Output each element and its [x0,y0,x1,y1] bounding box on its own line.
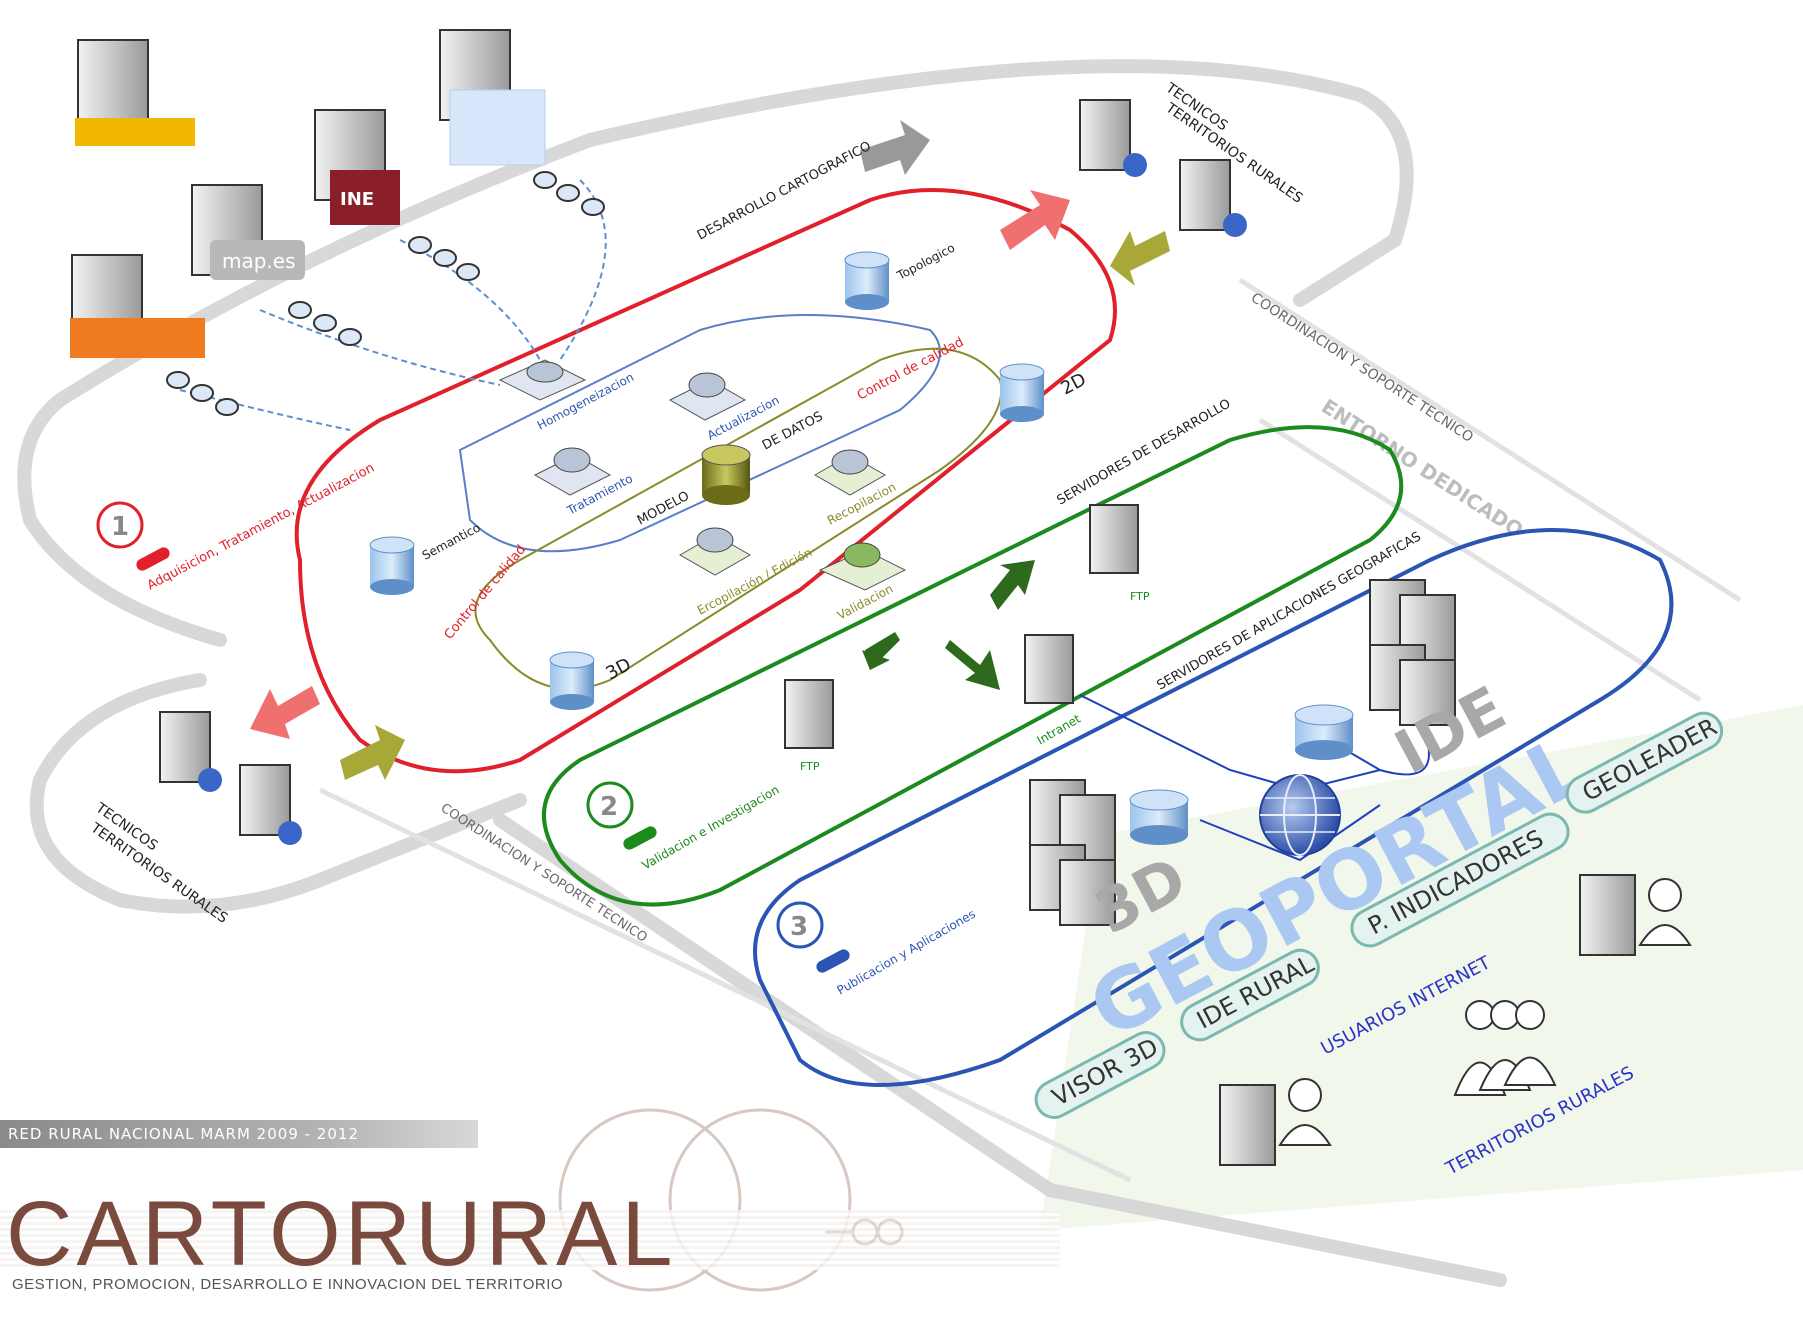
db-3d [549,651,595,710]
section3-pill [816,949,850,973]
db-3d-label: 3D [602,654,634,684]
mapes-logo-text: map.es [222,249,296,273]
intranet-server [1024,634,1074,704]
section3-badge [776,901,824,949]
blue-loop [753,528,1674,1087]
user-server-2 [1219,1078,1332,1166]
red-loop [294,188,1117,774]
tecnicos-top-server-2 [1179,159,1247,237]
green-arrow-1 [990,560,1035,610]
source-server-2 [439,29,546,166]
rack-server-left [1029,779,1116,926]
red-arrow-top [1000,190,1070,250]
ftp-bottom-label: FTP [800,760,820,773]
modelo-datos-node [701,444,751,505]
db-2d [999,363,1045,422]
service-dots [166,171,605,416]
ftp-top-server [1089,504,1139,574]
user-group-icon [1453,1000,1557,1096]
homogeneizacion-node [498,359,587,401]
recopilacion-node [813,449,887,496]
gray-arrow-top [860,120,930,175]
tagline: GESTION, PROMOCION, DESARROLLO E INNOVAC… [12,1276,564,1293]
section2-number: 2 [600,792,618,822]
desarrollo-label: DESARROLLO CARTOGRAFICO [695,139,874,244]
control-calidad-2: Control de calidad [442,542,530,642]
green-loop [542,425,1404,907]
section1-pill [136,547,170,571]
cartorural-logo: CARTORURAL [6,1183,677,1285]
red-arrow-bottom [250,686,320,739]
de-datos-label: DE DATOS [760,409,826,453]
rack-server-right [1369,579,1456,726]
ftp-bottom-server [784,679,834,749]
source-server-1 [75,39,195,146]
globe-icon [1259,774,1341,856]
app-db-1 [1294,704,1354,760]
tecnicos-top-server-1 [1079,99,1147,177]
ine-logo-text: INE [340,189,374,210]
section3-label: Publicacion y Aplicaciones [835,907,978,998]
project-banner: RED RURAL NACIONAL MARM 2009 - 2012 [0,1120,478,1148]
gray-lines [318,277,1742,1183]
control-calidad-1: Control de calidad [855,335,967,404]
gray-outer-loops [17,59,1507,1287]
logo-stripe [0,1210,1060,1270]
tratamiento-node [533,447,612,496]
section3-number: 3 [790,912,808,942]
logo-rings [558,1108,852,1292]
semantico-db [369,536,415,595]
section2-label: Validacion e Investigacion [640,783,782,873]
ftp-top-label: FTP [1130,590,1150,603]
topologico-db [844,251,890,310]
section1-label: Adquisicion, Tratamiento, Actualizacion [145,461,377,594]
semantico-label: Semantico [420,520,483,562]
green-arrow-3-tip [862,650,890,670]
actualizacion-node [668,372,747,421]
app-db-2 [1129,789,1189,845]
db-2d-label: 2D [1057,369,1089,399]
section1-badge [96,501,144,549]
section2-pill [623,826,657,850]
green-arrow-2 [945,640,1000,690]
modelo-label: MODELO [635,489,692,529]
section1-number: 1 [111,512,129,542]
tecnicos-bottom-server-1 [159,711,222,792]
source-server-4: map.es [191,184,305,280]
source-server-3: INE [314,109,400,225]
topologico-label: Topologico [894,241,957,283]
ercopilacion-node [678,527,752,576]
section2-badge [586,781,634,829]
tecnicos-bottom-server-2 [239,764,302,845]
user-server-1 [1579,874,1692,956]
olive-arrow-bottom [340,725,405,780]
inner-blue-loop [458,314,941,553]
source-server-5 [70,254,205,358]
olive-arrow-top [1110,231,1170,286]
validacion-node [818,542,907,591]
